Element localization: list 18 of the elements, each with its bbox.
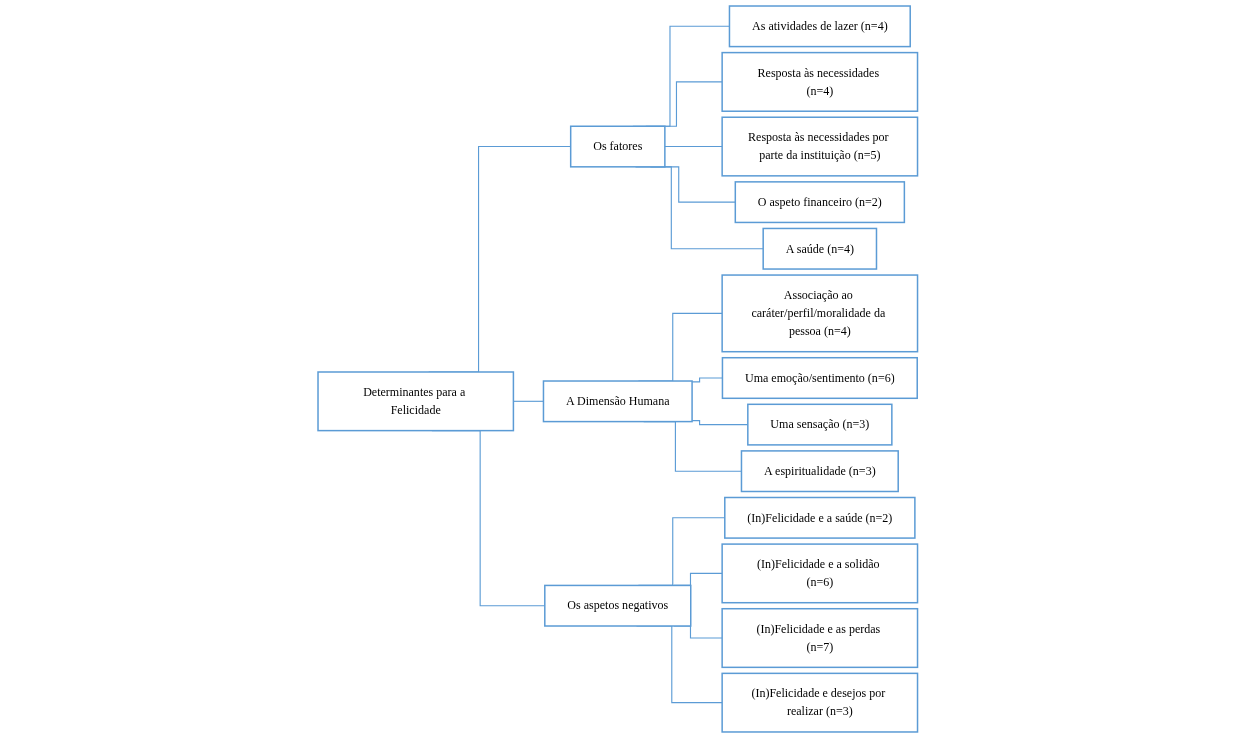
node-box: Determinantes para a Felicidade — [317, 371, 514, 432]
node-box: O aspeto financeiro (n=2) — [734, 181, 905, 224]
node-box: Resposta às necessidades (n=4) — [721, 51, 918, 112]
node-box: Uma sensação (n=3) — [746, 403, 893, 446]
node-box: Resposta às necessidades por parte da instituição (n=5) — [721, 116, 918, 177]
node-box: A saúde (n=4) — [762, 227, 877, 270]
node-box: (In)Felicidade e desejos por realizar (n=3) — [721, 672, 918, 733]
node-box: Associação ao caráter/perfil/moralidade da pessoa (n=4) — [721, 274, 918, 353]
node-box: Os fatores — [569, 125, 666, 168]
node-box: (In)Felicidade e a saúde (n=2) — [723, 496, 916, 539]
node-box: As atividades de lazer (n=4) — [728, 5, 911, 48]
connector — [691, 377, 723, 383]
node-box: (In)Felicidade e a solidão (n=6) — [721, 543, 918, 604]
node-box: Os aspetos negativos — [543, 584, 692, 627]
node-box: A Dimensão Humana — [542, 380, 693, 423]
node-box: (In)Felicidade e as perdas (n=7) — [721, 607, 918, 669]
node-box: A espiritualidade (n=3) — [740, 450, 899, 493]
node-box: Uma emoção/sentimento (n=6) — [721, 356, 918, 400]
